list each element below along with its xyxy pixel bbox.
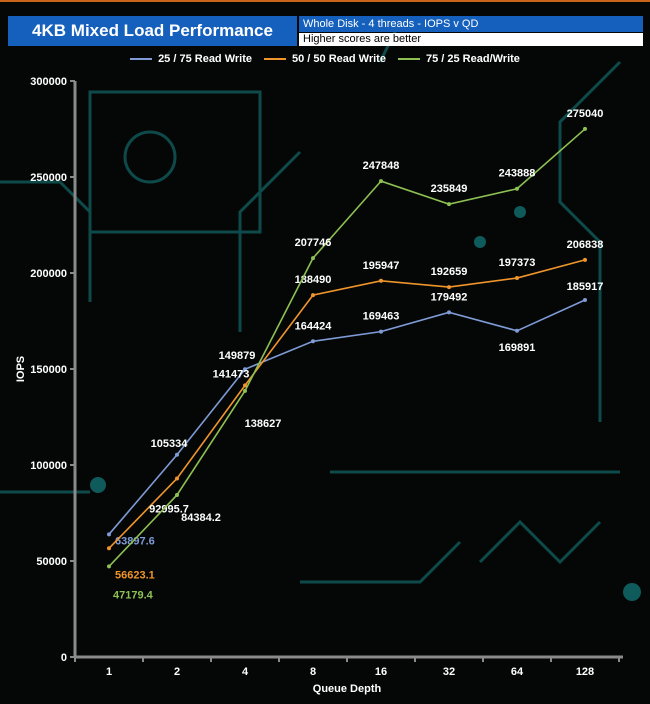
- series-2: 47179.4 84384.2 138627 207746 247848 235849 24…: [107, 108, 603, 601]
- data-point: [243, 383, 247, 388]
- data-point: [583, 257, 587, 262]
- y-tick-label: 50000: [36, 556, 67, 568]
- x-tick-label: 2: [174, 666, 180, 678]
- data-label: 56623.1: [115, 569, 155, 581]
- series-line: [108, 299, 586, 535]
- x-tick-label: 8: [310, 666, 316, 678]
- data-label: 243888: [499, 168, 536, 180]
- legend-label: 50 / 50 Read Write: [292, 53, 386, 65]
- y-axis-label: IOPS: [15, 356, 27, 382]
- data-label: 141473: [213, 368, 250, 380]
- data-point: [311, 256, 315, 261]
- chart-note: Higher scores are better: [299, 33, 643, 46]
- x-tick-label: 1: [106, 666, 112, 678]
- data-label: 179492: [431, 291, 468, 303]
- data-label: 164424: [295, 320, 333, 332]
- data-label: 169891: [499, 342, 536, 354]
- data-label: 197373: [499, 257, 536, 269]
- data-label: 192659: [431, 266, 468, 278]
- series-0: 63897.6 105334 149879 164424 169463 179492 169…: [107, 281, 603, 547]
- data-label: 105334: [151, 438, 189, 450]
- data-label: 138627: [245, 418, 282, 430]
- series-line: [108, 128, 586, 567]
- y-tick-label: 100000: [30, 460, 67, 472]
- data-point: [447, 310, 451, 315]
- data-point: [379, 179, 383, 184]
- data-point: [379, 329, 383, 334]
- data-point: [583, 126, 587, 131]
- data-point: [107, 546, 111, 551]
- data-point: [243, 388, 247, 393]
- data-point: [447, 202, 451, 207]
- series-line: [108, 259, 586, 549]
- legend: 25 / 75 Read Write 50 / 50 Read Write 75…: [0, 53, 650, 65]
- data-point: [243, 367, 247, 372]
- legend-item-25-75: 25 / 75 Read Write: [130, 53, 252, 65]
- y-tick-label: 200000: [30, 268, 67, 280]
- legend-item-75-25: 75 / 25 Read/Write: [397, 53, 520, 65]
- legend-item-50-50: 50 / 50 Read Write: [264, 53, 386, 65]
- data-point: [515, 186, 519, 191]
- legend-label: 25 / 75 Read Write: [158, 53, 253, 65]
- data-label: 235849: [431, 183, 468, 195]
- data-point: [175, 452, 179, 457]
- data-label: 185917: [567, 281, 604, 293]
- data-point: [175, 492, 179, 497]
- x-tick-label: 32: [443, 666, 455, 678]
- data-label: 84384.2: [181, 512, 221, 524]
- data-point: [175, 476, 179, 481]
- x-axis-label: Queue Depth: [313, 683, 382, 695]
- legend-swatch: [264, 58, 287, 60]
- data-label: 207746: [295, 237, 332, 249]
- x-tick-label: 16: [375, 666, 387, 678]
- chart-title: 4KB Mixed Load Performance: [8, 16, 297, 46]
- data-label: 206838: [567, 239, 604, 251]
- y-tick-label: 0: [61, 652, 67, 664]
- legend-label: 75 / 25 Read/Write: [425, 53, 520, 65]
- data-point: [311, 339, 315, 344]
- legend-swatch: [130, 58, 153, 60]
- data-point: [447, 285, 451, 290]
- data-point: [311, 293, 315, 298]
- data-point: [107, 564, 111, 569]
- y-tick-label: 250000: [30, 172, 67, 184]
- data-point: [107, 532, 111, 537]
- y-tick-label: 300000: [30, 76, 67, 88]
- x-tick-label: 4: [242, 666, 249, 678]
- data-label: 47179.4: [113, 589, 154, 601]
- x-tick-label: 64: [511, 666, 524, 678]
- series-1: 56623.192995.714147318849019594719265919…: [107, 239, 603, 581]
- data-point: [515, 328, 519, 333]
- data-point: [515, 276, 519, 281]
- data-point: [379, 278, 383, 283]
- x-tick-label: 128: [576, 666, 594, 678]
- data-label: 92995.7: [149, 503, 189, 515]
- legend-swatch: [397, 58, 420, 60]
- data-label: 247848: [363, 160, 400, 172]
- chart-subtitle: Whole Disk - 4 threads - IOPS v QD: [299, 16, 643, 32]
- data-label: 63897.6: [115, 535, 155, 547]
- data-label: 149879: [219, 350, 256, 362]
- data-label: 169463: [363, 311, 400, 323]
- data-label: 195947: [363, 260, 400, 272]
- data-point: [583, 298, 587, 303]
- data-label: 275040: [567, 108, 604, 120]
- y-tick-label: 150000: [30, 364, 67, 376]
